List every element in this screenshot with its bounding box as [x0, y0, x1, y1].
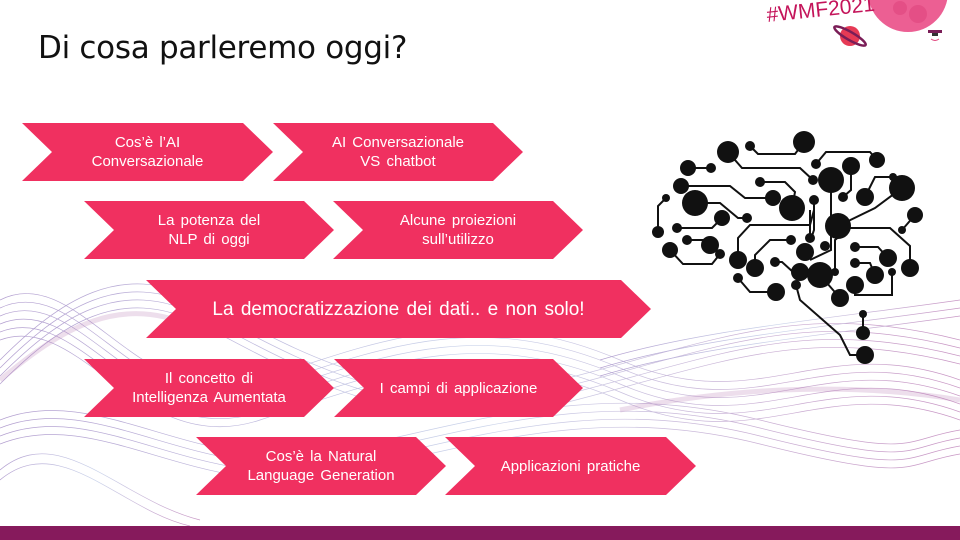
- chevron-shape: [196, 437, 446, 495]
- chevron-shape: [333, 201, 583, 259]
- agenda-item-label: La potenza del NLP di oggi: [157, 212, 261, 248]
- agenda-item-5: La democratizzazione dei dati.. e non so…: [146, 280, 651, 338]
- planet-illustration: [833, 0, 948, 47]
- chevron-shape: [146, 280, 651, 338]
- agenda-item-7: I campi di applicazione: [334, 359, 583, 417]
- agenda-item-1: Cos’è l’AI Conversazionale: [22, 123, 273, 181]
- agenda-item-4: Alcune proiezioni sull’utilizzo: [333, 201, 583, 259]
- chevron-shape: [273, 123, 523, 181]
- page-title: Di cosa parleremo oggi?: [38, 30, 408, 66]
- agenda-item-label: AI Conversazionale VS chatbot: [331, 134, 465, 170]
- agenda-item-9: Applicazioni pratiche: [445, 437, 696, 495]
- chevron-shape: [445, 437, 696, 495]
- chevron-shape: [84, 201, 334, 259]
- chevron-shape: [334, 359, 583, 417]
- agenda-item-3: La potenza del NLP di oggi: [84, 201, 334, 259]
- agenda-item-label: Alcune proiezioni sull’utilizzo: [399, 212, 517, 248]
- agenda-item-label: Applicazioni pratiche: [500, 457, 641, 475]
- chevron-shape: [22, 123, 273, 181]
- agenda-item-8: Cos’è la Natural Language Generation: [196, 437, 446, 495]
- footer-bar: [0, 526, 960, 540]
- drone-icon: [928, 30, 942, 41]
- agenda-item-label: I campi di applicazione: [379, 379, 538, 397]
- agenda-item-label: Il concetto di Intelligenza Aumentata: [132, 370, 286, 406]
- agenda-item-label: Cos’è l’AI Conversazionale: [91, 134, 204, 170]
- agenda-item-label: Cos’è la Natural Language Generation: [247, 448, 395, 484]
- agenda-item-6: Il concetto di Intelligenza Aumentata: [84, 359, 334, 417]
- circuit-brain-illustration: [652, 131, 923, 364]
- chevron-shape: [84, 359, 334, 417]
- agenda-item-label: La democratizzazione dei dati.. e non so…: [212, 298, 585, 320]
- agenda-item-2: AI Conversazionale VS chatbot: [273, 123, 523, 181]
